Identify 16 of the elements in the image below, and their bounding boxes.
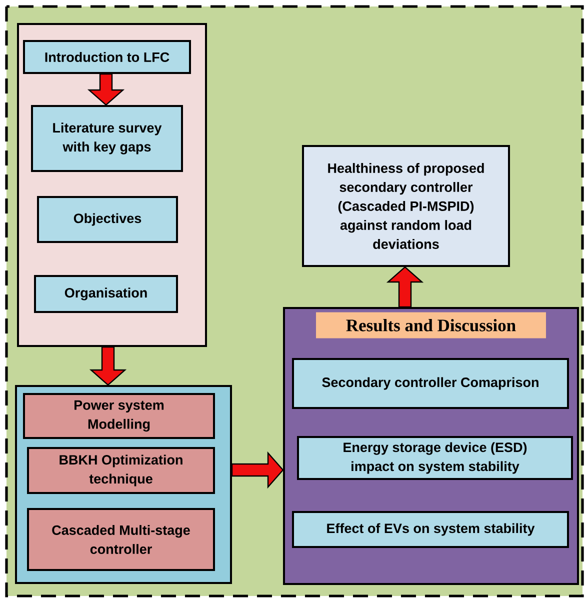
section-heading: Results and Discussion <box>316 312 546 338</box>
process-box: Effect of EVs on system stability <box>292 511 569 548</box>
process-box: Cascaded Multi-stage controller <box>27 508 215 571</box>
process-box: BBKH Optimization technique <box>27 447 215 494</box>
block-arrow <box>89 346 127 386</box>
process-box: Energy storage device (ESD) impact on system stability <box>297 436 573 480</box>
block-arrow <box>231 451 284 489</box>
block-arrow <box>386 266 424 308</box>
block-arrow <box>87 73 125 106</box>
process-box: Organisation <box>34 275 178 313</box>
process-box: Introduction to LFC <box>23 40 191 74</box>
process-box: Secondary controller Comaprison <box>292 358 569 409</box>
process-box: Objectives <box>37 196 178 243</box>
process-box: Literature survey with key gaps <box>31 105 183 172</box>
process-box: Power system Modelling <box>23 393 215 439</box>
result-box: Healthiness of proposed secondary controller (Cascaded PI-MSPID) against random load deviations <box>302 145 510 267</box>
